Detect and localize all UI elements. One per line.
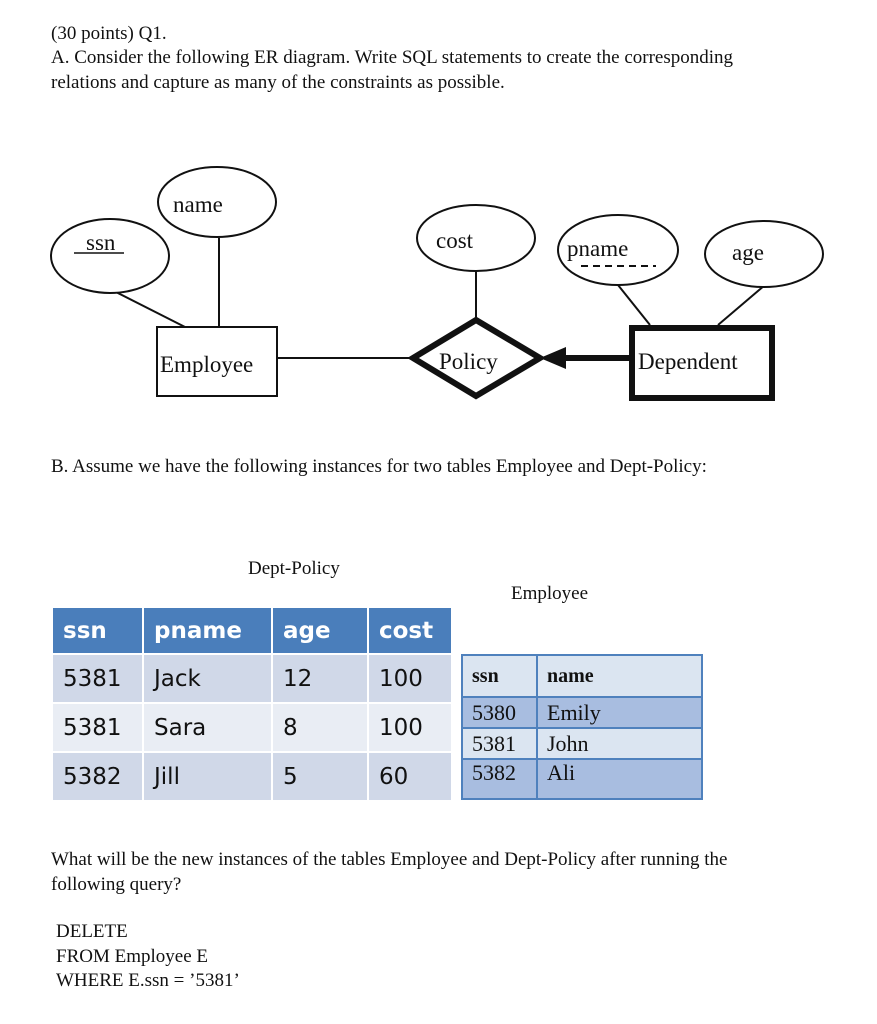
table-row: 5381 Sara 8 100	[51, 702, 453, 753]
table-cell: 60	[367, 751, 453, 802]
dept-policy-header-ssn: ssn	[51, 606, 144, 655]
cost-attribute	[416, 204, 536, 272]
table-row: 5381 Jack 12 100	[51, 653, 453, 704]
employee-caption: Employee	[511, 583, 589, 604]
age-attribute	[704, 220, 824, 288]
table-cell: 5381	[51, 702, 144, 753]
dept-policy-header-age: age	[271, 606, 369, 655]
employee-header-row: ssn name	[461, 654, 703, 698]
table-cell: 8	[271, 702, 369, 753]
name-attribute	[157, 166, 277, 238]
name-attribute-label: name	[173, 192, 223, 217]
ssn-connector	[107, 287, 186, 328]
age-attribute-label: age	[732, 240, 764, 265]
table-cell: Ali	[536, 758, 703, 800]
table-cell: 5380	[461, 696, 538, 729]
table-cell: 5381	[51, 653, 144, 704]
part-a-text-line1: A. Consider the following ER diagram. Wr…	[51, 47, 734, 68]
dept-policy-caption: Dept-Policy	[248, 558, 340, 579]
policy-relationship	[407, 316, 546, 400]
ssn-attribute-label: ssn	[86, 230, 116, 255]
table-cell: 100	[367, 702, 453, 753]
table-cell: 5382	[461, 758, 538, 800]
query-line3: WHERE E.ssn = ’5381’	[56, 970, 240, 991]
pname-attribute	[557, 214, 679, 286]
table-cell: 5382	[51, 751, 144, 802]
age-connector	[717, 284, 766, 326]
table-cell: 100	[367, 653, 453, 704]
part-b-text: B. Assume we have the following instance…	[51, 456, 707, 477]
employee-header-ssn: ssn	[461, 654, 538, 698]
table-cell: Sara	[142, 702, 273, 753]
part-a-text-line2: relations and capture as many of the con…	[51, 72, 505, 93]
table-cell: 12	[271, 653, 369, 704]
table-row: 5381 John	[461, 727, 703, 760]
dept-policy-header-cost: cost	[367, 606, 453, 655]
employee-entity-label: Employee	[160, 352, 253, 377]
table-row: 5382 Ali	[461, 758, 703, 800]
dependent-entity-label: Dependent	[638, 349, 738, 374]
dept-policy-header-pname: pname	[142, 606, 273, 655]
table-cell: Emily	[536, 696, 703, 729]
cost-attribute-label: cost	[436, 228, 474, 253]
table-cell: Jill	[142, 751, 273, 802]
pname-connector	[617, 284, 651, 326]
er-diagram: ssn name cost pname age Employee Policy …	[50, 166, 824, 401]
pname-attribute-label: pname	[567, 236, 628, 261]
employee-table: ssn name 5380 Emily 5381 John 5382 Ali	[461, 654, 703, 800]
policy-relationship-label: Policy	[439, 349, 498, 374]
table-cell: 5	[271, 751, 369, 802]
employee-entity	[156, 326, 278, 397]
employee-header-name: name	[536, 654, 703, 698]
table-row: 5380 Emily	[461, 696, 703, 729]
arrow-head-icon	[540, 347, 566, 369]
query-line2: FROM Employee E	[56, 946, 208, 967]
table-cell: Jack	[142, 653, 273, 704]
dept-policy-table: ssn pname age cost 5381 Jack 12 100 5381…	[51, 606, 453, 802]
dependent-weak-entity	[629, 325, 775, 401]
question-header: (30 points) Q1.	[51, 23, 167, 44]
followup-text-line1: What will be the new instances of the ta…	[51, 849, 728, 870]
table-cell: John	[536, 727, 703, 760]
table-row: 5382 Jill 5 60	[51, 751, 453, 802]
dept-policy-header-row: ssn pname age cost	[51, 606, 453, 655]
table-cell: 5381	[461, 727, 538, 760]
query-line1: DELETE	[56, 921, 128, 942]
followup-text-line2: following query?	[51, 874, 182, 895]
ssn-attribute	[50, 218, 170, 294]
